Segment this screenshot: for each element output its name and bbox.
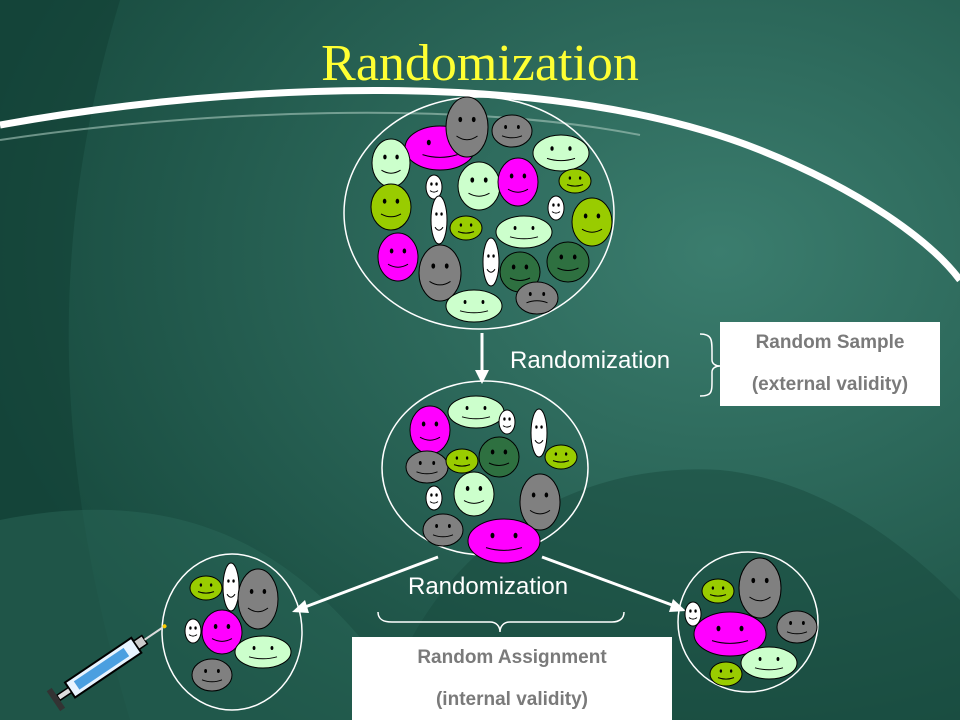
smiley-face-icon [377, 232, 419, 282]
smiley-face-icon [467, 518, 541, 564]
smiley-face-icon [189, 575, 223, 601]
smiley-face-icon [222, 562, 240, 612]
smiley-face-icon [422, 513, 464, 547]
frowning-face-icon [515, 281, 559, 315]
smiley-face-icon [532, 134, 590, 172]
page-title: Randomization [321, 35, 639, 92]
smiley-face-icon [693, 611, 767, 657]
smiley-face-icon [234, 635, 292, 669]
smiley-face-icon [546, 241, 590, 283]
smiley-face-icon [405, 450, 449, 484]
smiley-face-icon [445, 448, 479, 474]
random-sample-subtitle: (external validity) [751, 374, 909, 395]
smiley-face-icon [201, 609, 243, 655]
smiley-face-icon [495, 215, 553, 249]
smiley-face-icon [558, 168, 592, 194]
faces-layer [184, 96, 818, 692]
smiley-face-icon [447, 395, 505, 429]
smiley-face-icon [497, 157, 539, 207]
smiley-face-icon [478, 436, 520, 478]
arrow-sample-to-control [292, 555, 439, 613]
smiley-face-icon [237, 568, 279, 630]
random-assignment-title: Random Assignment [417, 647, 607, 668]
smiley-face-icon [370, 183, 412, 231]
smiley-face-icon [418, 244, 462, 302]
smiley-face-icon [519, 473, 561, 531]
smiley-face-icon [457, 161, 501, 211]
treatment-group-circle [677, 551, 819, 693]
smiley-face-icon [491, 114, 533, 148]
smiley-face-icon [453, 471, 495, 517]
smiley-face-icon [701, 578, 735, 604]
smiley-face-icon [776, 610, 818, 644]
smiley-face-icon [425, 174, 443, 200]
random-assignment-subtitle: (internal validity) [435, 689, 589, 710]
arrow-population-to-sample [475, 333, 489, 384]
smiley-face-icon [449, 215, 483, 241]
smiley-face-icon [738, 557, 782, 619]
random-sample-note: Random Sample (external validity) [720, 322, 940, 406]
smiley-face-icon [445, 289, 503, 323]
random-sample-title: Random Sample [755, 332, 905, 353]
population-circle [343, 96, 615, 330]
smiley-face-icon [571, 197, 613, 247]
smiley-face-icon [530, 408, 548, 458]
smiley-face-icon [430, 195, 448, 245]
smiley-face-icon [482, 237, 500, 287]
smiley-face-icon [371, 138, 411, 188]
smiley-face-icon [425, 485, 443, 511]
syringe-icon [46, 624, 167, 712]
arrow-sample-to-treatment [541, 555, 686, 612]
smiley-face-icon [498, 409, 516, 435]
smiley-face-icon [684, 601, 702, 627]
smiley-face-icon [547, 195, 565, 221]
smiley-face-icon [409, 405, 451, 455]
brace-random-assignment [377, 611, 625, 633]
smiley-face-icon [184, 618, 202, 644]
step-label-assignment: Randomization [408, 573, 569, 600]
smiley-face-icon [191, 658, 233, 692]
random-assignment-note: Random Assignment (internal validity) [352, 637, 672, 720]
smiley-face-icon [544, 444, 578, 470]
brace-random-sample [699, 333, 721, 397]
smiley-face-icon [445, 96, 489, 158]
smiley-face-icon [740, 646, 798, 680]
control-group-circle [161, 553, 303, 711]
step-label-sampling: Randomization [510, 347, 671, 374]
smiley-face-icon [709, 661, 743, 687]
